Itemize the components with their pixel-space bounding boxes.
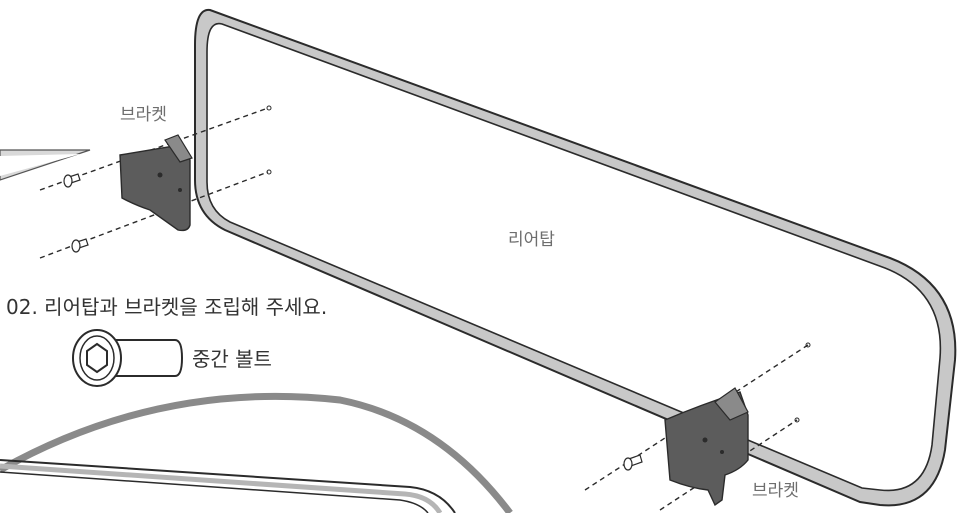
bolt-icon: [72, 329, 184, 387]
bracket-top-label: 브라켓: [120, 105, 167, 125]
zoom-detail-circle: [0, 392, 513, 513]
rear-top-label: 리어탑: [508, 230, 555, 250]
zoom-arrow: [0, 149, 91, 181]
rear-top-panel: [194, 8, 957, 507]
bracket-upper-left: [39, 105, 272, 259]
bolt-label: 중간 볼트: [192, 347, 272, 371]
bracket-lower-right: [584, 342, 811, 511]
step-instruction: 02. 리어탑과 브라켓을 조립해 주세요.: [6, 295, 327, 319]
bracket-bottom-label: 브라켓: [752, 481, 799, 501]
